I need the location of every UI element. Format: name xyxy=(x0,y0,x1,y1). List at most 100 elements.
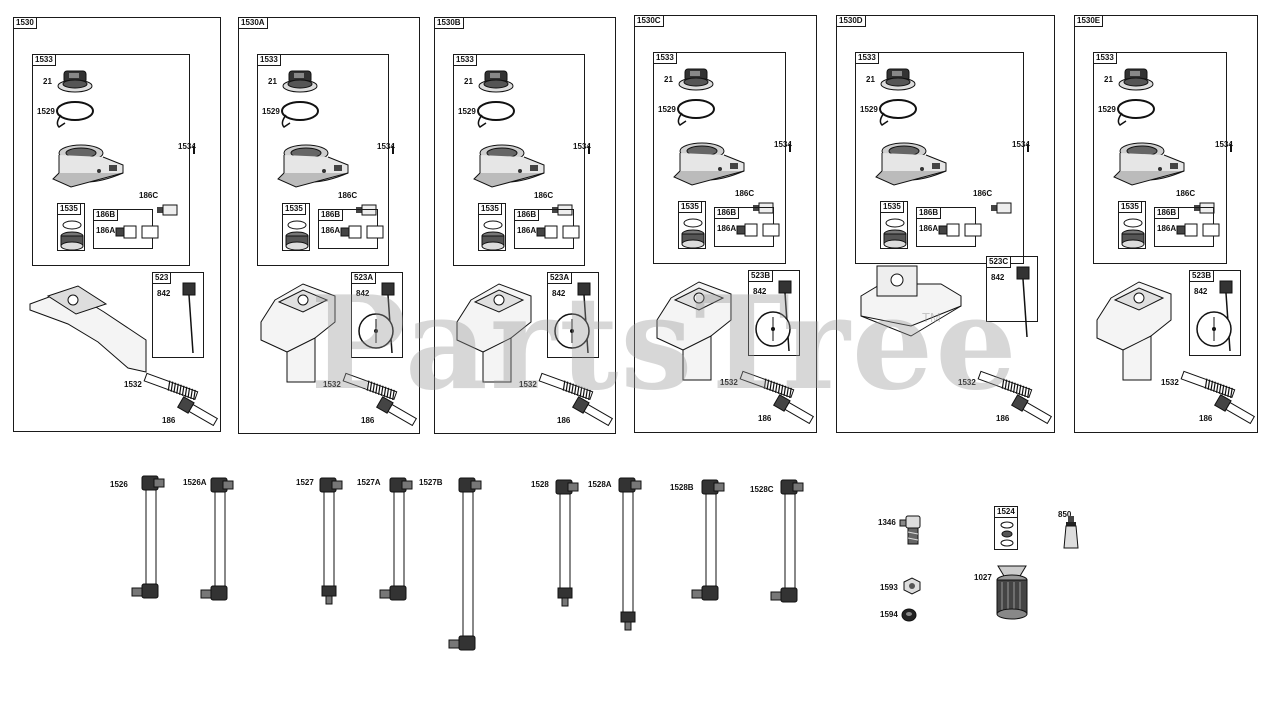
valve-a-part[interactable] xyxy=(115,224,160,240)
fuel-filter-part[interactable] xyxy=(994,562,1030,620)
part-label-21[interactable]: 21 xyxy=(268,77,277,86)
filter-tag[interactable]: 1535 xyxy=(282,203,306,215)
filter-part[interactable] xyxy=(681,218,705,249)
valve-kit-tag[interactable]: 1533 xyxy=(855,52,879,64)
part-label-850[interactable]: 850 xyxy=(1058,510,1072,519)
fuel-hose-part[interactable] xyxy=(379,477,416,604)
part-label-186c[interactable]: 186C xyxy=(139,191,159,200)
part-label-1532[interactable]: 1532 xyxy=(124,380,142,389)
fuel-hose-part[interactable] xyxy=(131,475,168,602)
assembly-tag[interactable]: 1530C xyxy=(634,15,664,27)
fuel-hose-part[interactable] xyxy=(691,479,728,604)
valve-kit-b-tag[interactable]: 186B xyxy=(714,207,740,219)
part-label-186[interactable]: 186 xyxy=(758,414,772,423)
part-label-21[interactable]: 21 xyxy=(866,75,875,84)
sender-tag[interactable]: 523 xyxy=(152,272,172,284)
sealant-tube-part[interactable] xyxy=(1063,514,1084,550)
nut-part[interactable] xyxy=(902,577,922,595)
hose-label-1528b[interactable]: 1528B xyxy=(670,483,694,492)
fitting-part[interactable] xyxy=(176,396,219,427)
valve-housing-part[interactable] xyxy=(276,143,352,193)
fitting-part[interactable] xyxy=(375,396,418,427)
part-label-21[interactable]: 21 xyxy=(464,77,473,86)
hose-label-1527b[interactable]: 1527B xyxy=(419,478,443,487)
part-label-186[interactable]: 186 xyxy=(1199,414,1213,423)
part-label-1529[interactable]: 1529 xyxy=(1098,105,1116,114)
pin-1534-part[interactable] xyxy=(1026,144,1030,152)
fitting-part[interactable] xyxy=(1213,394,1256,425)
sender-part[interactable] xyxy=(179,282,199,355)
grommet-kit-tag[interactable]: 1524 xyxy=(994,506,1018,518)
fuel-hose-part[interactable] xyxy=(316,477,346,605)
valve-kit-b-tag[interactable]: 186B xyxy=(1154,207,1180,219)
valve-kit-b-tag[interactable]: 186B xyxy=(318,209,344,221)
part-label-1529[interactable]: 1529 xyxy=(37,107,55,116)
part-label-1534[interactable]: 1534 xyxy=(377,142,395,151)
part-label-1532[interactable]: 1532 xyxy=(519,380,537,389)
fitting-part[interactable] xyxy=(571,396,614,427)
part-label-1593[interactable]: 1593 xyxy=(880,583,898,592)
part-label-1532[interactable]: 1532 xyxy=(323,380,341,389)
part-label-842[interactable]: 842 xyxy=(1194,287,1208,296)
valve-a-part[interactable] xyxy=(1176,222,1221,238)
valve-a-part[interactable] xyxy=(736,222,781,238)
fuel-tank-part[interactable] xyxy=(28,282,152,386)
part-label-842[interactable]: 842 xyxy=(157,289,171,298)
hose-label-1526[interactable]: 1526 xyxy=(110,480,128,489)
part-label-1534[interactable]: 1534 xyxy=(774,140,792,149)
valve-kit-b-tag[interactable]: 186B xyxy=(916,207,942,219)
valve-kit-tag[interactable]: 1533 xyxy=(653,52,677,64)
hose-label-1528a[interactable]: 1528A xyxy=(588,480,612,489)
sender-part[interactable] xyxy=(1013,266,1033,339)
part-label-1534[interactable]: 1534 xyxy=(1012,140,1030,149)
part-label-21[interactable]: 21 xyxy=(43,77,52,86)
part-label-21[interactable]: 21 xyxy=(1104,75,1113,84)
part-label-186a[interactable]: 186A xyxy=(1157,224,1177,233)
spring-part[interactable] xyxy=(342,372,399,401)
filter-tag[interactable]: 1535 xyxy=(880,201,904,213)
part-label-1027[interactable]: 1027 xyxy=(974,573,992,582)
part-label-842[interactable]: 842 xyxy=(991,273,1005,282)
pin-1534-part[interactable] xyxy=(391,146,395,154)
valve-c-part[interactable] xyxy=(552,203,574,217)
spring-part[interactable] xyxy=(977,370,1034,399)
fuel-tank-part[interactable] xyxy=(851,265,975,370)
fitting-part[interactable] xyxy=(772,394,815,425)
pin-1534-part[interactable] xyxy=(1229,144,1233,152)
fuel-hose-part[interactable] xyxy=(770,479,807,606)
valve-kit-tag[interactable]: 1533 xyxy=(32,54,56,66)
filter-part[interactable] xyxy=(883,218,907,249)
hose-label-1528[interactable]: 1528 xyxy=(531,480,549,489)
part-label-186a[interactable]: 186A xyxy=(919,224,939,233)
filter-part[interactable] xyxy=(481,220,505,251)
valve-a-part[interactable] xyxy=(340,224,385,240)
part-label-1529[interactable]: 1529 xyxy=(658,105,676,114)
valve-kit-tag[interactable]: 1533 xyxy=(1093,52,1117,64)
part-label-1346[interactable]: 1346 xyxy=(878,518,896,527)
sender-tag[interactable]: 523A xyxy=(351,272,377,284)
part-label-1534[interactable]: 1534 xyxy=(1215,140,1233,149)
fuel-gauge-part[interactable] xyxy=(1196,311,1232,347)
fuel-hose-part[interactable] xyxy=(552,479,582,607)
valve-a-part[interactable] xyxy=(938,222,983,238)
part-label-186c[interactable]: 186C xyxy=(1176,189,1196,198)
fuel-cap-part[interactable] xyxy=(55,69,97,95)
assembly-tag[interactable]: 1530 xyxy=(13,17,37,29)
filter-tag[interactable]: 1535 xyxy=(1118,201,1142,213)
elbow-fitting-part[interactable] xyxy=(896,510,926,552)
fuel-gauge-part[interactable] xyxy=(554,313,590,349)
part-label-1594[interactable]: 1594 xyxy=(880,610,898,619)
gasket-ring-part[interactable] xyxy=(1114,99,1160,129)
valve-housing-part[interactable] xyxy=(1112,141,1188,191)
part-label-186a[interactable]: 186A xyxy=(717,224,737,233)
filter-part[interactable] xyxy=(285,220,309,251)
pin-1534-part[interactable] xyxy=(587,146,591,154)
assembly-tag[interactable]: 1530D xyxy=(836,15,866,27)
valve-housing-part[interactable] xyxy=(874,141,950,191)
sender-tag[interactable]: 523C xyxy=(986,256,1012,268)
sender-tag[interactable]: 523A xyxy=(547,272,573,284)
part-label-186[interactable]: 186 xyxy=(996,414,1010,423)
filter-tag[interactable]: 1535 xyxy=(57,203,81,215)
filter-part[interactable] xyxy=(60,220,84,251)
filter-tag[interactable]: 1535 xyxy=(678,201,702,213)
